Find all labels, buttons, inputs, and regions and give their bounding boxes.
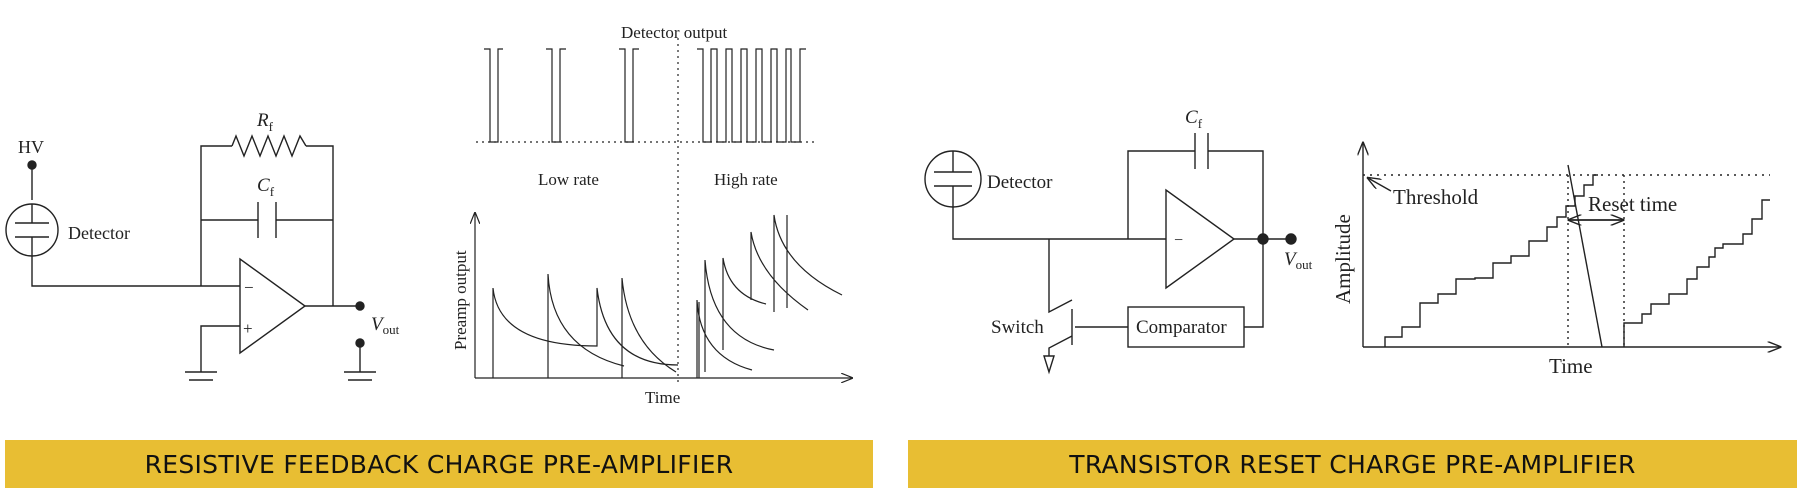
minus-sign: − bbox=[244, 278, 254, 297]
reset-time-label: Reset time bbox=[1588, 192, 1677, 216]
preamp-output-plot bbox=[475, 38, 852, 382]
threshold-label: Threshold bbox=[1393, 185, 1479, 209]
amplitude-plot-labels: Threshold Reset time Amplitude Time bbox=[1331, 185, 1677, 378]
feedback-resistor-rf bbox=[231, 134, 307, 158]
preamp-xlabel: Time bbox=[645, 388, 680, 407]
cf-label: Cf bbox=[257, 175, 275, 199]
preamp-plot-labels: Detector output Low rate High rate Pream… bbox=[451, 23, 778, 407]
detector-label: Detector bbox=[68, 223, 130, 243]
amplitude-staircase-2 bbox=[1623, 199, 1770, 347]
vout-label: Vout bbox=[371, 314, 400, 337]
resistive-feedback-banner: RESISTIVE FEEDBACK CHARGE PRE-AMPLIFIER bbox=[5, 440, 873, 488]
low-rate-label: Low rate bbox=[538, 170, 599, 189]
op-amp-right bbox=[1165, 188, 1236, 290]
resistive-feedback-title: RESISTIVE FEEDBACK CHARGE PRE-AMPLIFIER bbox=[144, 449, 734, 479]
amplitude-staircase-1 bbox=[1384, 174, 1598, 347]
amplitude-plot bbox=[1363, 143, 1780, 347]
detector-symbol bbox=[5, 203, 59, 257]
detector-output-pulses bbox=[484, 48, 806, 143]
transistor-reset-circuit bbox=[924, 133, 1297, 375]
feedback-capacitor-cf bbox=[257, 202, 277, 238]
feedback-capacitor-cf-right bbox=[1194, 133, 1209, 169]
switch-label: Switch bbox=[991, 317, 1044, 338]
detector-output-label: Detector output bbox=[621, 23, 727, 42]
cf-label-right: Cf bbox=[1185, 107, 1203, 131]
detector-symbol-right bbox=[924, 150, 982, 208]
ground-symbol bbox=[185, 371, 217, 381]
switch-transistor bbox=[1043, 239, 1073, 375]
transistor-circuit-labels: Detector Cf − Vout Switch Comparator bbox=[987, 107, 1313, 338]
vout-terminal-dot-right bbox=[1285, 233, 1297, 245]
amplitude-ylabel: Amplitude bbox=[1331, 214, 1355, 304]
comparator-label: Comparator bbox=[1136, 317, 1227, 338]
minus-sign-right: − bbox=[1174, 232, 1183, 249]
transistor-reset-title: TRANSISTOR RESET CHARGE PRE-AMPLIFIER bbox=[1069, 449, 1636, 479]
hv-label: HV bbox=[18, 137, 44, 157]
diagram-canvas: HV Detector Rf Cf − + Vout Detector outp… bbox=[5, 23, 1802, 407]
reset-drop bbox=[1567, 164, 1603, 348]
vout-label-right: Vout bbox=[1284, 249, 1313, 272]
preamp-trace-low-rate bbox=[492, 287, 679, 378]
detector-label-right: Detector bbox=[987, 172, 1053, 193]
preamp-ylabel: Preamp output bbox=[451, 250, 470, 350]
rf-label: Rf bbox=[256, 110, 274, 134]
preamp-trace-high-rate bbox=[696, 214, 843, 378]
resistive-circuit-labels: HV Detector Rf Cf − + Vout bbox=[18, 110, 400, 338]
high-rate-label: High rate bbox=[714, 170, 778, 189]
vout-terminal-dot bbox=[355, 301, 365, 311]
op-amp bbox=[239, 257, 307, 355]
resistive-feedback-circuit bbox=[5, 134, 376, 381]
amplitude-xlabel: Time bbox=[1549, 354, 1593, 378]
plus-sign: + bbox=[243, 319, 253, 338]
transistor-reset-banner: TRANSISTOR RESET CHARGE PRE-AMPLIFIER bbox=[908, 440, 1797, 488]
threshold-pointer bbox=[1368, 178, 1392, 192]
ground-symbol-output bbox=[344, 371, 376, 381]
